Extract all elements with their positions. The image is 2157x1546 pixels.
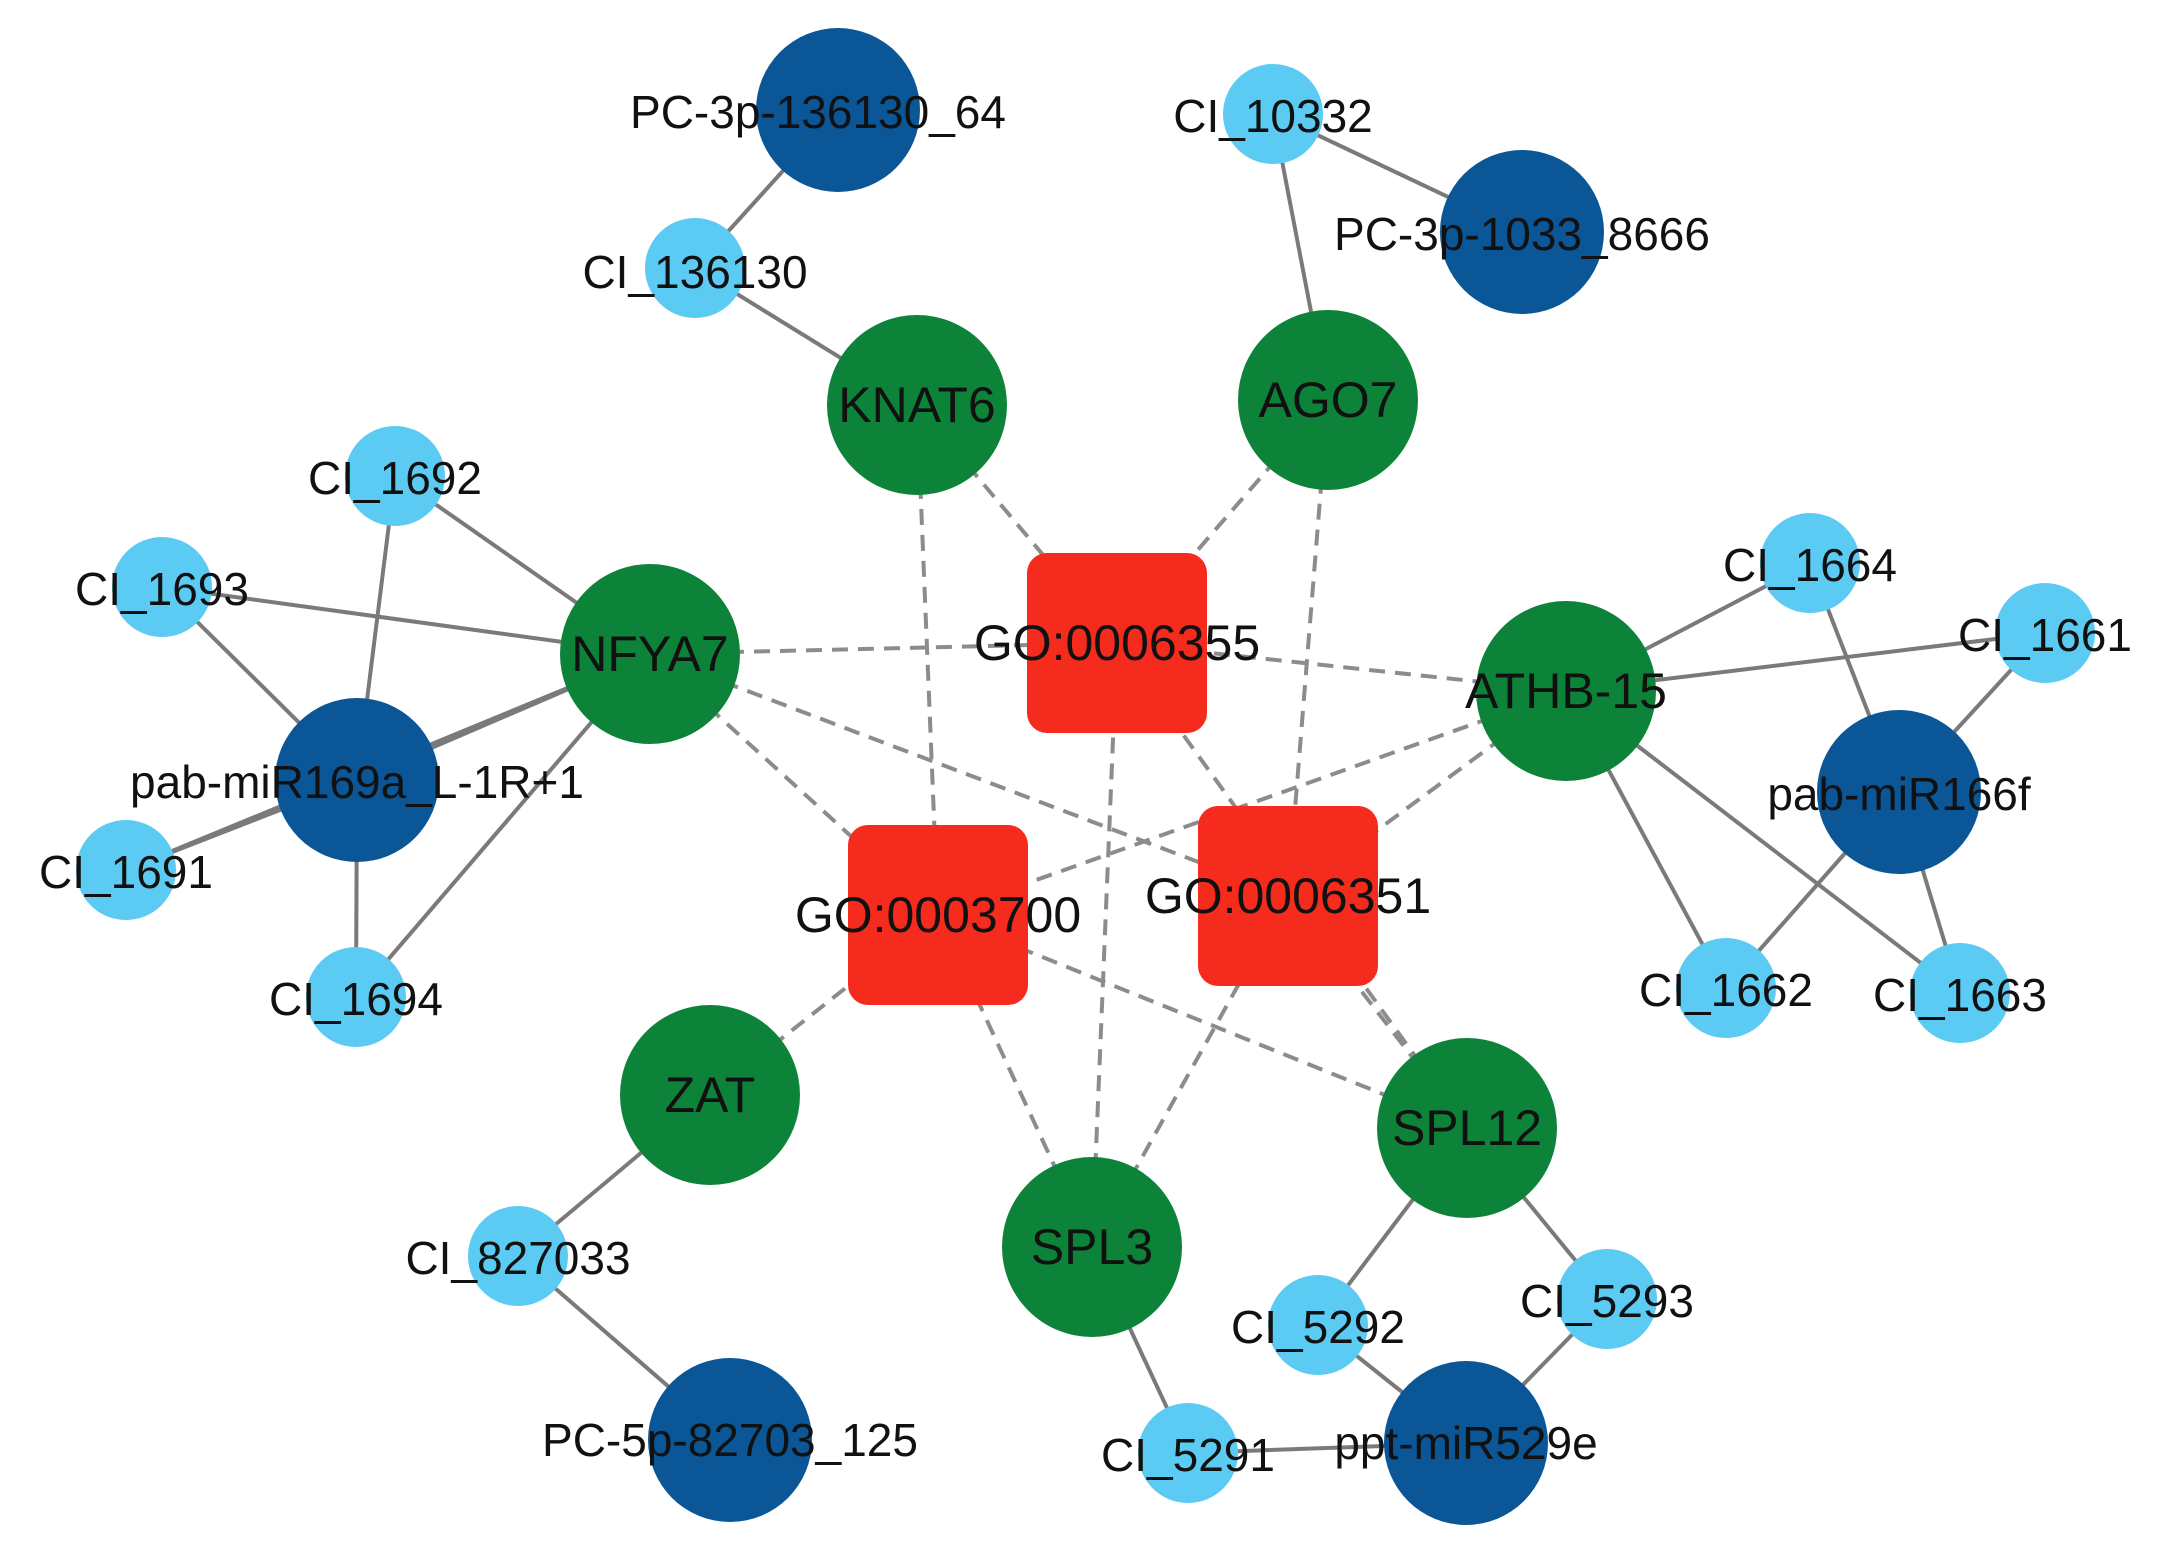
label-ago7: AGO7	[1259, 372, 1398, 428]
node-ci-5291[interactable]	[1138, 1403, 1238, 1503]
label-ci-827033: CI_827033	[405, 1232, 630, 1284]
nodes-layer	[76, 28, 2095, 1525]
node-pab-mir166f[interactable]	[1817, 710, 1981, 874]
label-ci-1661: CI_1661	[1958, 609, 2132, 661]
label-spl3: SPL3	[1031, 1219, 1153, 1275]
label-go-0003700: GO:0003700	[795, 887, 1081, 943]
label-pab-mir169a-l-1r-1: pab-miR169a_L-1R+1	[130, 756, 584, 808]
node-pc-3p-136130-64[interactable]	[756, 28, 920, 192]
label-pc-5p-82703-125: PC-5p-82703_125	[542, 1414, 918, 1466]
node-go-0006351[interactable]	[1198, 806, 1378, 986]
node-ci-136130[interactable]	[645, 218, 745, 318]
node-ago7[interactable]	[1238, 310, 1418, 490]
edge-nfya7-to-go-0006351	[649, 652, 1289, 898]
label-spl12: SPL12	[1392, 1100, 1542, 1156]
edge-spl3-to-go-0006355	[1090, 642, 1119, 1248]
label-knat6: KNAT6	[838, 377, 995, 433]
edge-athb-15-to-go-0003700	[937, 689, 1567, 917]
node-ppt-mir529e[interactable]	[1384, 1361, 1548, 1525]
label-ci-5293: CI_5293	[1520, 1275, 1694, 1327]
node-ci-1662[interactable]	[1676, 938, 1776, 1038]
node-zat[interactable]	[620, 1005, 800, 1185]
node-ci-5292[interactable]	[1268, 1275, 1368, 1375]
node-ci-10332[interactable]	[1223, 64, 1323, 164]
node-ci-1692[interactable]	[345, 426, 445, 526]
node-pab-mir169a-l-1r-1[interactable]	[275, 698, 439, 862]
node-spl3[interactable]	[1002, 1157, 1182, 1337]
label-ci-1692: CI_1692	[308, 452, 482, 504]
node-go-0006355[interactable]	[1027, 553, 1207, 733]
node-athb-15[interactable]	[1476, 601, 1656, 781]
label-ci-5292: CI_5292	[1231, 1301, 1405, 1353]
label-athb-15: ATHB-15	[1465, 663, 1667, 719]
node-nfya7[interactable]	[560, 564, 740, 744]
label-ci-1664: CI_1664	[1723, 539, 1897, 591]
node-ci-1663[interactable]	[1910, 943, 2010, 1043]
node-spl12[interactable]	[1377, 1038, 1557, 1218]
label-ci-1663: CI_1663	[1873, 969, 2047, 1021]
node-ci-1693[interactable]	[112, 537, 212, 637]
label-zat: ZAT	[665, 1067, 756, 1123]
label-pc-3p-1033-8666: PC-3p-1033_8666	[1334, 208, 1710, 260]
label-ci-1693: CI_1693	[75, 563, 249, 615]
label-ci-1694: CI_1694	[269, 973, 443, 1025]
node-knat6[interactable]	[827, 315, 1007, 495]
label-go-0006351: GO:0006351	[1145, 868, 1431, 924]
node-pc-3p-1033-8666[interactable]	[1440, 150, 1604, 314]
node-ci-5293[interactable]	[1557, 1249, 1657, 1349]
label-go-0006355: GO:0006355	[974, 615, 1260, 671]
node-ci-1661[interactable]	[1995, 583, 2095, 683]
label-ci-10332: CI_10332	[1173, 90, 1373, 142]
label-ci-1662: CI_1662	[1639, 964, 1813, 1016]
label-ci-1691: CI_1691	[39, 846, 213, 898]
node-ci-1664[interactable]	[1760, 513, 1860, 613]
label-ppt-mir529e: ppt-miR529e	[1334, 1417, 1597, 1469]
label-ci-5291: CI_5291	[1101, 1429, 1275, 1481]
node-pc-5p-82703-125[interactable]	[648, 1358, 812, 1522]
label-ci-136130: CI_136130	[582, 246, 807, 298]
label-pab-mir166f: pab-miR166f	[1767, 768, 2031, 820]
label-nfya7: NFYA7	[571, 626, 728, 682]
node-go-0003700[interactable]	[848, 825, 1028, 1005]
node-ci-827033[interactable]	[468, 1206, 568, 1306]
label-pc-3p-136130-64: PC-3p-136130_64	[630, 86, 1006, 138]
node-ci-1694[interactable]	[306, 947, 406, 1047]
node-ci-1691[interactable]	[76, 820, 176, 920]
